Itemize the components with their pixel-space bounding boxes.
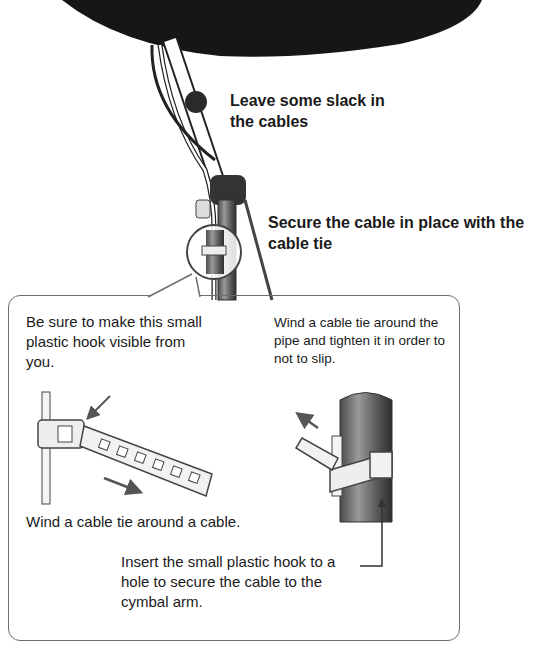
instruction-text: Insert the small plastic hook to a hole … [121,552,351,612]
instruction-text: Be sure to make this small plastic hook … [26,312,216,372]
instruction-label: Secure the cable in place with the cable… [268,212,530,254]
instruction-text: Wind a cable tie around a cable. [26,512,326,532]
instruction-text: Wind a cable tie around the pipe and tig… [274,314,456,368]
callout-box: Be sure to make this small plastic hook … [8,295,460,641]
instruction-label: Leave some slack in the cables [230,90,410,132]
